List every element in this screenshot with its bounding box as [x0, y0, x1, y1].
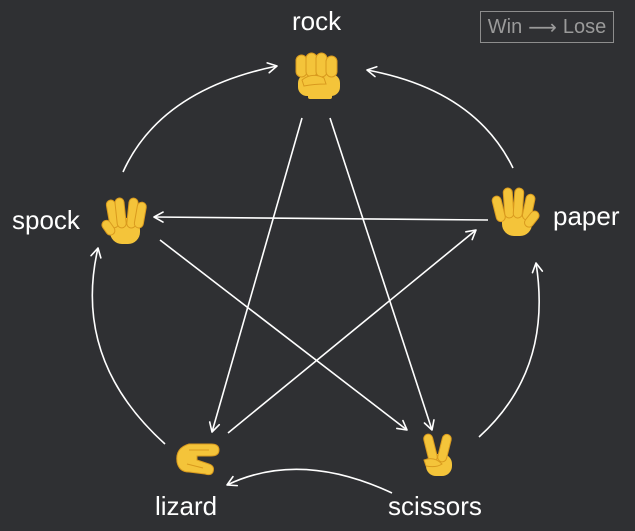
- legend-box: Win ⟶ Lose: [480, 11, 614, 43]
- node-label-scissors: scissors: [388, 491, 482, 521]
- victory-hand-icon: [423, 433, 452, 476]
- node-label-lizard: lizard: [155, 491, 218, 521]
- vulcan-salute-icon: [101, 197, 147, 244]
- node-label-spock: spock: [12, 205, 80, 235]
- legend-arrow-icon: ⟶: [528, 15, 557, 39]
- arrow-lizard-paper: [227, 229, 477, 434]
- arrow-scissors-paper: [478, 262, 544, 438]
- arrow-scissors-lizard: [226, 468, 393, 494]
- arrow-lizard-spock: [90, 247, 166, 445]
- arrow-spock-rock: [122, 62, 278, 173]
- arrow-rock-lizard: [208, 117, 303, 433]
- pinching-hand-icon: [176, 443, 220, 476]
- arrow-rock-scissors: [329, 117, 435, 431]
- raised-fist-icon: [295, 52, 340, 99]
- raised-hand-fingers-splayed-icon: [491, 187, 540, 236]
- arrow-paper-spock: [153, 211, 489, 223]
- arrow-paper-rock: [366, 65, 514, 169]
- node-label-rock: rock: [292, 6, 342, 36]
- arrow-spock-scissors: [159, 239, 408, 431]
- legend-lose-label: Lose: [562, 15, 607, 38]
- legend-win-label: Win: [487, 15, 523, 38]
- node-label-paper: paper: [553, 201, 620, 231]
